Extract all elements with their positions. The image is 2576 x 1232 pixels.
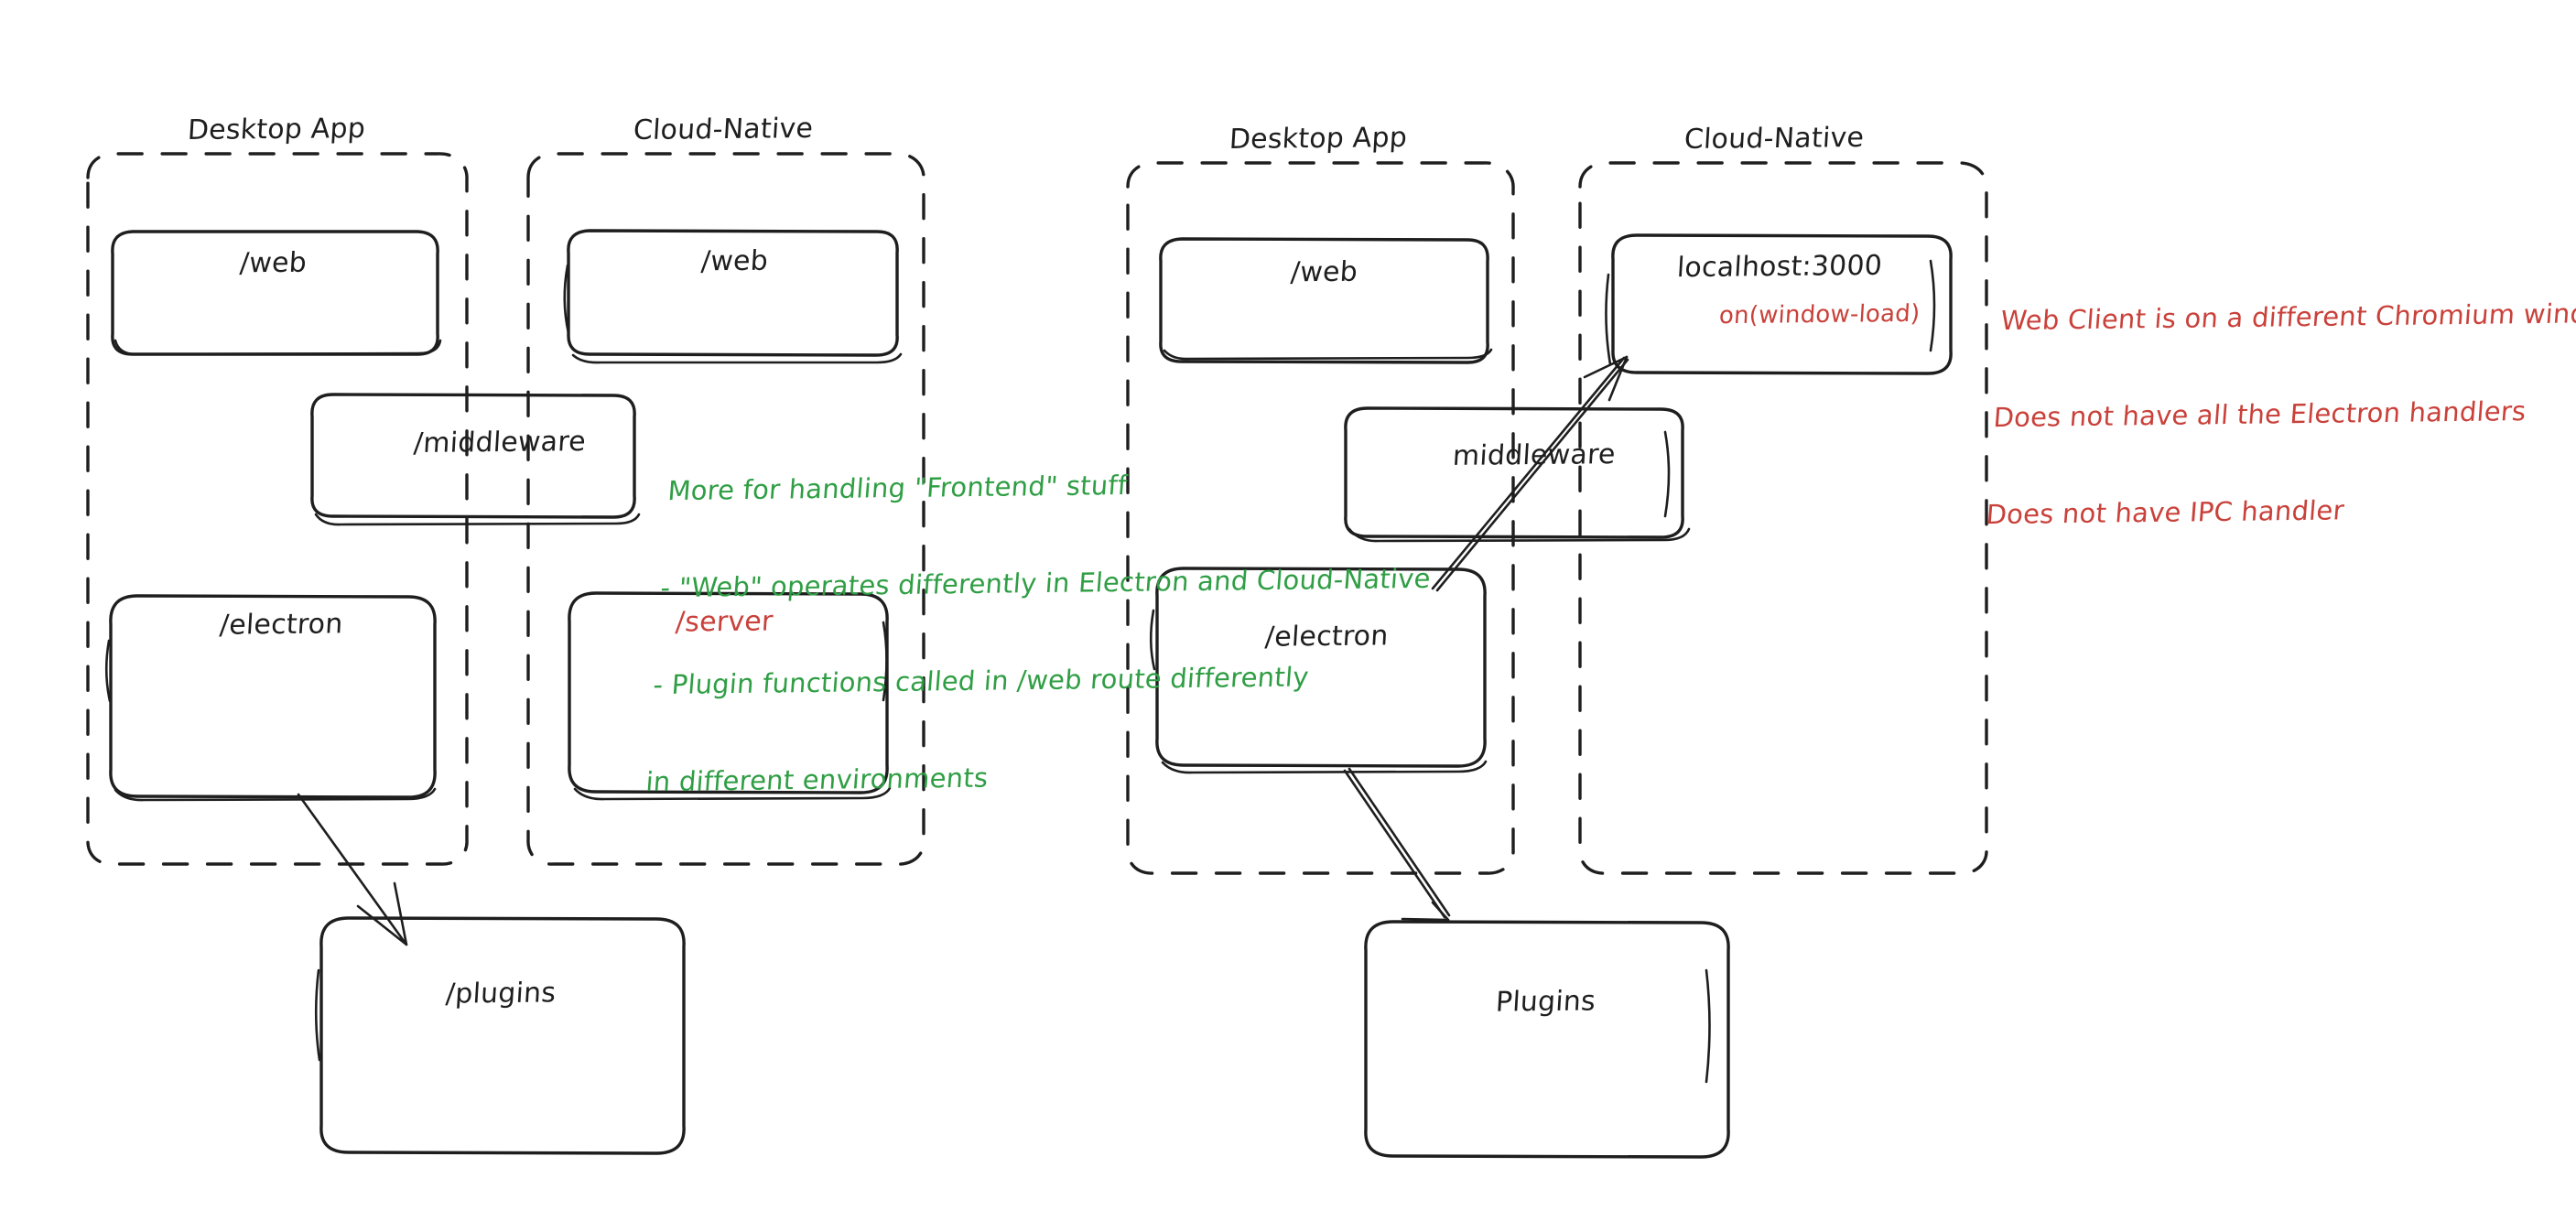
box-label-right-middleware[interactable]: middleware <box>1451 438 1617 472</box>
group-label-left-desktop: Desktop App <box>186 112 367 147</box>
group-outline-left-desktop <box>86 152 469 866</box>
note-left-line-2: - "Web" operates differently in Electron… <box>659 562 1433 604</box>
box-outline-left-cloud-web <box>563 229 903 364</box>
box-label-left-middleware[interactable]: /middleware <box>412 426 587 459</box>
note-left-line-3: - Plugin functions called in /web route … <box>652 661 1310 701</box>
note-right-red: Web Client is on a different Chromium wi… <box>1980 232 2576 596</box>
arrow-left-electron-to-plugins <box>297 793 408 946</box>
group-label-right-cloud: Cloud-Native <box>1683 121 1866 157</box>
note-right-line-2: Does not have all the Electron handlers <box>1992 394 2527 434</box>
box-label-right-electron[interactable]: /electron <box>1263 620 1390 654</box>
box-sublabel-right-localhost[interactable]: on(window-load) <box>1718 299 1921 330</box>
box-outline-left-electron <box>104 594 437 802</box>
box-outline-right-middleware <box>1344 406 1691 543</box>
box-label-left-electron[interactable]: /electron <box>218 608 344 642</box>
group-outline-right-cloud <box>1578 161 1988 875</box>
box-outline-right-desktop-web <box>1159 237 1493 364</box>
note-left-line-1: More for handling "Frontend" stuff <box>666 469 1129 506</box>
note-left-line-4: in different environments <box>644 762 990 798</box>
group-label-left-cloud: Cloud-Native <box>632 112 815 147</box>
group-label-right-desktop: Desktop App <box>1228 121 1409 157</box>
arrow-right-electron-to-plugins <box>1343 767 1451 922</box>
box-label-right-desktop-web[interactable]: /web <box>1289 255 1359 289</box>
box-label-left-cloud-web[interactable]: /web <box>699 244 770 278</box>
note-right-line-1: Web Client is on a different Chromium wi… <box>1999 297 2576 336</box>
box-outline-right-localhost <box>1605 233 1953 375</box>
box-outline-left-middleware <box>310 393 641 526</box>
box-outline-left-desktop-web <box>111 230 442 356</box>
arrow-right-electron-to-localhost <box>1431 355 1629 592</box>
box-outline-right-electron <box>1149 567 1488 774</box>
box-outline-left-plugins <box>314 916 686 1155</box>
box-label-left-desktop-web[interactable]: /web <box>238 246 308 280</box>
box-outline-right-plugins <box>1364 920 1730 1159</box>
box-label-right-plugins[interactable]: Plugins <box>1494 985 1596 1019</box>
note-right-line-3: Does not have IPC handler <box>1985 494 2346 531</box>
group-outline-right-desktop <box>1126 161 1515 875</box>
box-label-right-localhost[interactable]: localhost:3000 <box>1675 249 1884 285</box>
box-outline-left-server <box>568 591 892 801</box>
box-label-left-plugins[interactable]: /plugins <box>444 977 557 1010</box>
